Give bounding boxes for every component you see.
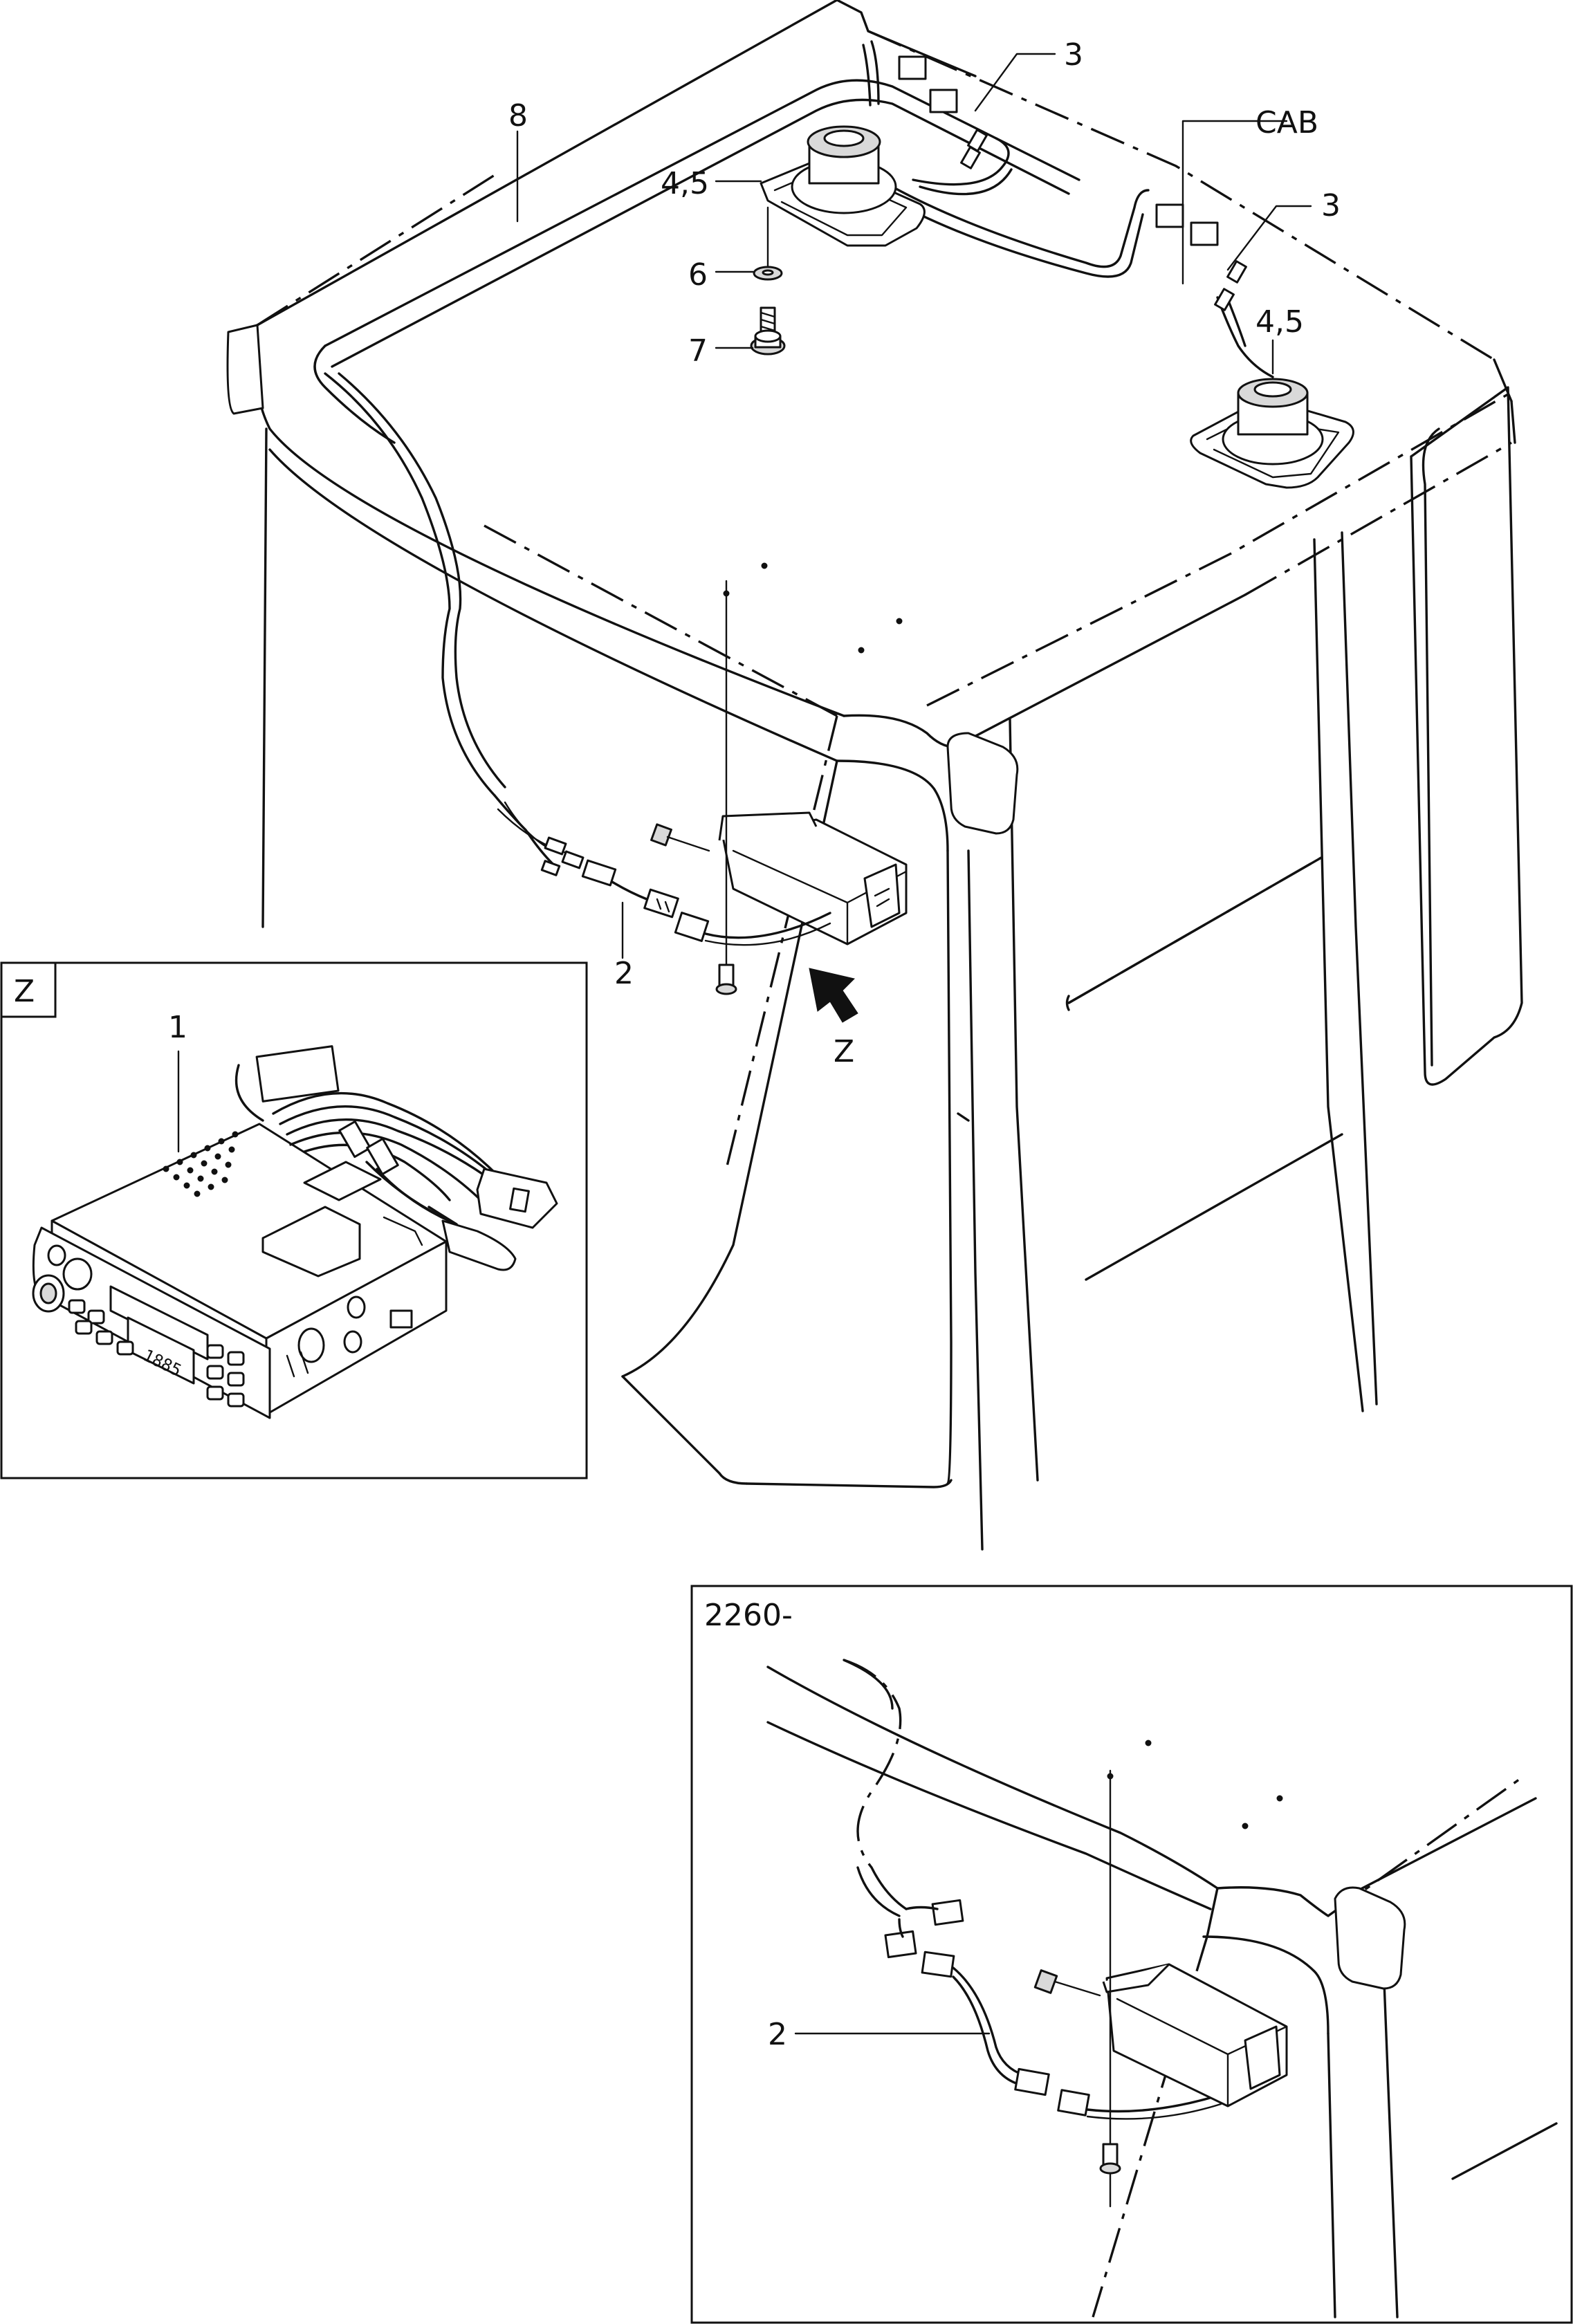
detail-z-tag: Z xyxy=(14,974,35,1009)
radio-unit: 1885 xyxy=(32,1123,448,1419)
callout-2-inset: 2 xyxy=(768,2017,787,2052)
bracket-bolt xyxy=(650,823,737,995)
callout-6: 6 xyxy=(688,257,708,293)
leader-lines xyxy=(516,53,1312,959)
radio-bracket xyxy=(718,562,908,990)
callout-cab: CAB xyxy=(1255,105,1318,140)
callout-2-main: 2 xyxy=(614,956,634,991)
radio-wiring xyxy=(234,1045,558,1271)
callout-8: 8 xyxy=(508,98,528,133)
roof-lamp-left xyxy=(226,324,264,415)
radio-harness-2 xyxy=(493,794,831,946)
view-arrow-label: Z xyxy=(834,1034,854,1069)
mounting-screw xyxy=(750,306,786,356)
washer xyxy=(753,206,783,281)
detail-z-panel: Z 1 xyxy=(0,961,588,1479)
cab-roof-outline xyxy=(253,0,1523,1551)
roof-harness xyxy=(324,40,1274,797)
roof-lamp-right xyxy=(946,732,1019,835)
callout-3-right: 3 xyxy=(1321,188,1341,223)
callout-45-left: 4,5 xyxy=(661,166,709,201)
view-arrow xyxy=(809,968,858,1023)
inset-serial-label: 2260- xyxy=(704,1598,793,1633)
speaker-left xyxy=(760,125,926,247)
callout-1: 1 xyxy=(168,1010,187,1045)
speaker-right xyxy=(1190,378,1354,489)
callout-45-right: 4,5 xyxy=(1255,304,1304,340)
inset-panel-2260: 2260- xyxy=(690,1585,1573,2324)
callout-3-left: 3 xyxy=(1064,37,1083,73)
callout-7: 7 xyxy=(688,333,708,369)
